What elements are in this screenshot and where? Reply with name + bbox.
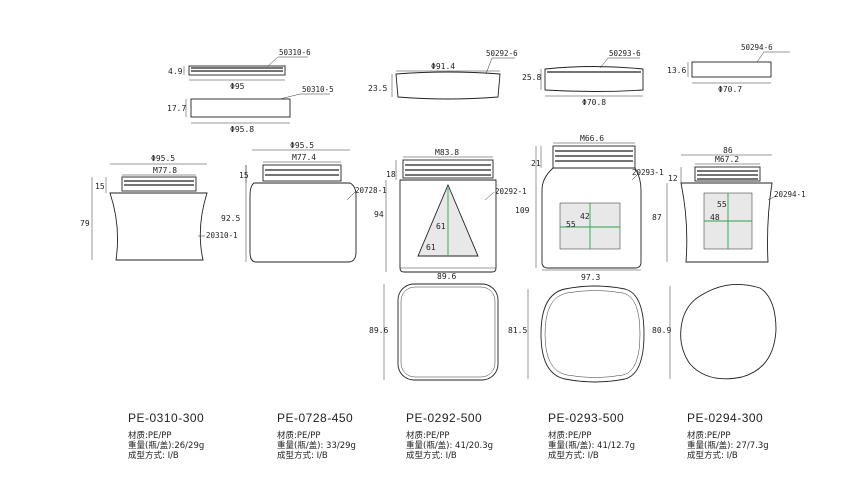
material-text: 材质:PE/PP (548, 431, 592, 441)
p5-jar-height: 87 (652, 213, 662, 222)
p4-cap-code: 50293-6 (609, 49, 641, 58)
p5-plan-view (680, 283, 777, 380)
p3-cap-code: 50292-6 (486, 49, 518, 58)
p4-neck-diameter: M66.6 (580, 134, 604, 143)
p4-plan-depth: 81.5 (508, 326, 527, 335)
material-text: 材质:PE/PP (277, 431, 321, 441)
p4-plan-view (540, 285, 645, 383)
model-number: PE-0292-500 (406, 411, 483, 425)
p1-insert (190, 98, 291, 118)
spec-block-2: PE-0728-450 材质:PE/PP 重量(瓶/盖): 33/29g 成型方… (277, 411, 356, 461)
p1-insert-code: 50310-5 (302, 85, 334, 94)
p1-neck-diameter: M77.8 (153, 166, 177, 175)
p3-plan-view (397, 283, 499, 381)
p4-cap-height: 25.8 (522, 73, 541, 82)
material-text: 材质:PE/PP (128, 431, 172, 441)
model-number: PE-0293-500 (548, 411, 625, 425)
p5-jar-width: 86 (723, 146, 733, 155)
model-number: PE-0728-450 (277, 411, 354, 425)
p2-jar-code: 20728-1 (355, 186, 387, 195)
model-number: PE-0310-300 (128, 411, 205, 425)
p1-neck-height: 15 (95, 182, 105, 191)
p5-cap (691, 61, 772, 78)
molding-text: 成型方式: I/B (406, 451, 457, 461)
p5-cap-diameter: Φ70.7 (718, 85, 742, 94)
p3-plan-depth: 89.6 (369, 326, 388, 335)
p2-jar-diameter: Φ95.5 (290, 141, 314, 150)
p3-neck-diameter: M83.8 (435, 148, 459, 157)
material-text: 材质:PE/PP (687, 431, 731, 441)
spec-block-1: PE-0310-300 材质:PE/PP 重量(瓶/盖):26/29g 成型方式… (128, 411, 204, 461)
p3-label-height: 61 (436, 222, 446, 231)
p4-label-height: 42 (580, 212, 590, 221)
p5-neck-diameter: M67.2 (715, 155, 739, 164)
weight-text: 重量(瓶/盖): 33/29g (277, 441, 356, 451)
p5-cap-code: 50294-6 (741, 43, 773, 52)
p3-neck-height: 18 (386, 170, 396, 179)
p4-cap-diameter: Φ70.8 (582, 98, 606, 107)
p4-jar-width: 97.3 (581, 273, 600, 282)
p5-label-width: 48 (710, 213, 720, 222)
p4-jar-code: 20293-1 (632, 168, 664, 177)
p1-jar-code: 20310-1 (206, 231, 238, 240)
p3-label-width: 61 (426, 243, 436, 252)
spec-block-5: PE-0294-300 材质:PE/PP 重量(瓶/盖): 27/7.3g 成型… (687, 411, 769, 461)
model-number: PE-0294-300 (687, 411, 764, 425)
p1-insert-height: 17.7 (167, 104, 186, 113)
product-4-drawing: 25.8 50293-6 Φ70.8 M66.6 42 55 21 109 20… (508, 49, 664, 383)
weight-text: 重量(瓶/盖): 41/12.7g (548, 441, 636, 451)
p4-label-width: 55 (566, 220, 576, 229)
p1-cap-diameter: Φ95 (230, 82, 245, 91)
weight-text: 重量(瓶/盖): 27/7.3g (687, 441, 769, 451)
spec-block-3: PE-0292-500 材质:PE/PP 重量(瓶/盖): 41/20.3g 成… (406, 411, 493, 461)
p4-cap (544, 66, 644, 92)
p5-cap-height: 13.6 (667, 66, 686, 75)
p5-label-height: 55 (717, 200, 727, 209)
weight-text: 重量(瓶/盖): 41/20.3g (406, 441, 494, 451)
p2-jar-height: 92.5 (221, 214, 240, 223)
material-text: 材质:PE/PP (406, 431, 450, 441)
product-1-drawing: 50310-6 4.9 Φ95 17.7 50310-5 Φ95.8 Φ95.5… (80, 48, 334, 261)
product-3-drawing: Φ91.4 23.5 50292-6 M83.8 61 61 18 94 202… (368, 49, 527, 381)
p3-cap-height: 23.5 (368, 84, 387, 93)
p1-cap-code: 50310-6 (279, 48, 311, 57)
weight-text: 重量(瓶/盖):26/29g (128, 441, 205, 451)
spec-block-4: PE-0293-500 材质:PE/PP 重量(瓶/盖): 41/12.7g 成… (548, 411, 635, 461)
molding-text: 成型方式: I/B (128, 451, 179, 461)
p1-insert-diameter: Φ95.8 (230, 125, 254, 134)
p2-neck-height: 15 (239, 171, 249, 180)
molding-text: 成型方式: I/B (277, 451, 328, 461)
p3-cap-diameter: Φ91.4 (431, 62, 455, 71)
p1-jar-height: 79 (80, 219, 90, 228)
product-5-drawing: 13.6 50294-6 Φ70.7 86 M67.2 55 48 12 87 … (652, 43, 806, 380)
p3-cap (395, 71, 501, 100)
p3-jar-code: 20292-1 (495, 187, 527, 196)
p4-jar-height: 109 (515, 206, 530, 215)
product-2-drawing: Φ95.5 M77.4 15 92.5 20728-1 (221, 141, 387, 263)
p1-cap-height: 4.9 (168, 67, 183, 76)
molding-text: 成型方式: I/B (687, 451, 738, 461)
p5-jar-code: 20294-1 (774, 190, 806, 199)
p5-plan-depth: 80.9 (652, 326, 671, 335)
p3-jar-height: 94 (374, 210, 384, 219)
p1-jar-body (109, 192, 208, 261)
p5-neck-height: 12 (668, 174, 678, 183)
p2-neck-diameter: M77.4 (292, 153, 316, 162)
p2-jar-body (249, 182, 357, 263)
p3-jar-width: 89.6 (437, 272, 456, 281)
molding-text: 成型方式: I/B (548, 451, 599, 461)
p1-jar-diameter: Φ95.5 (151, 154, 175, 163)
